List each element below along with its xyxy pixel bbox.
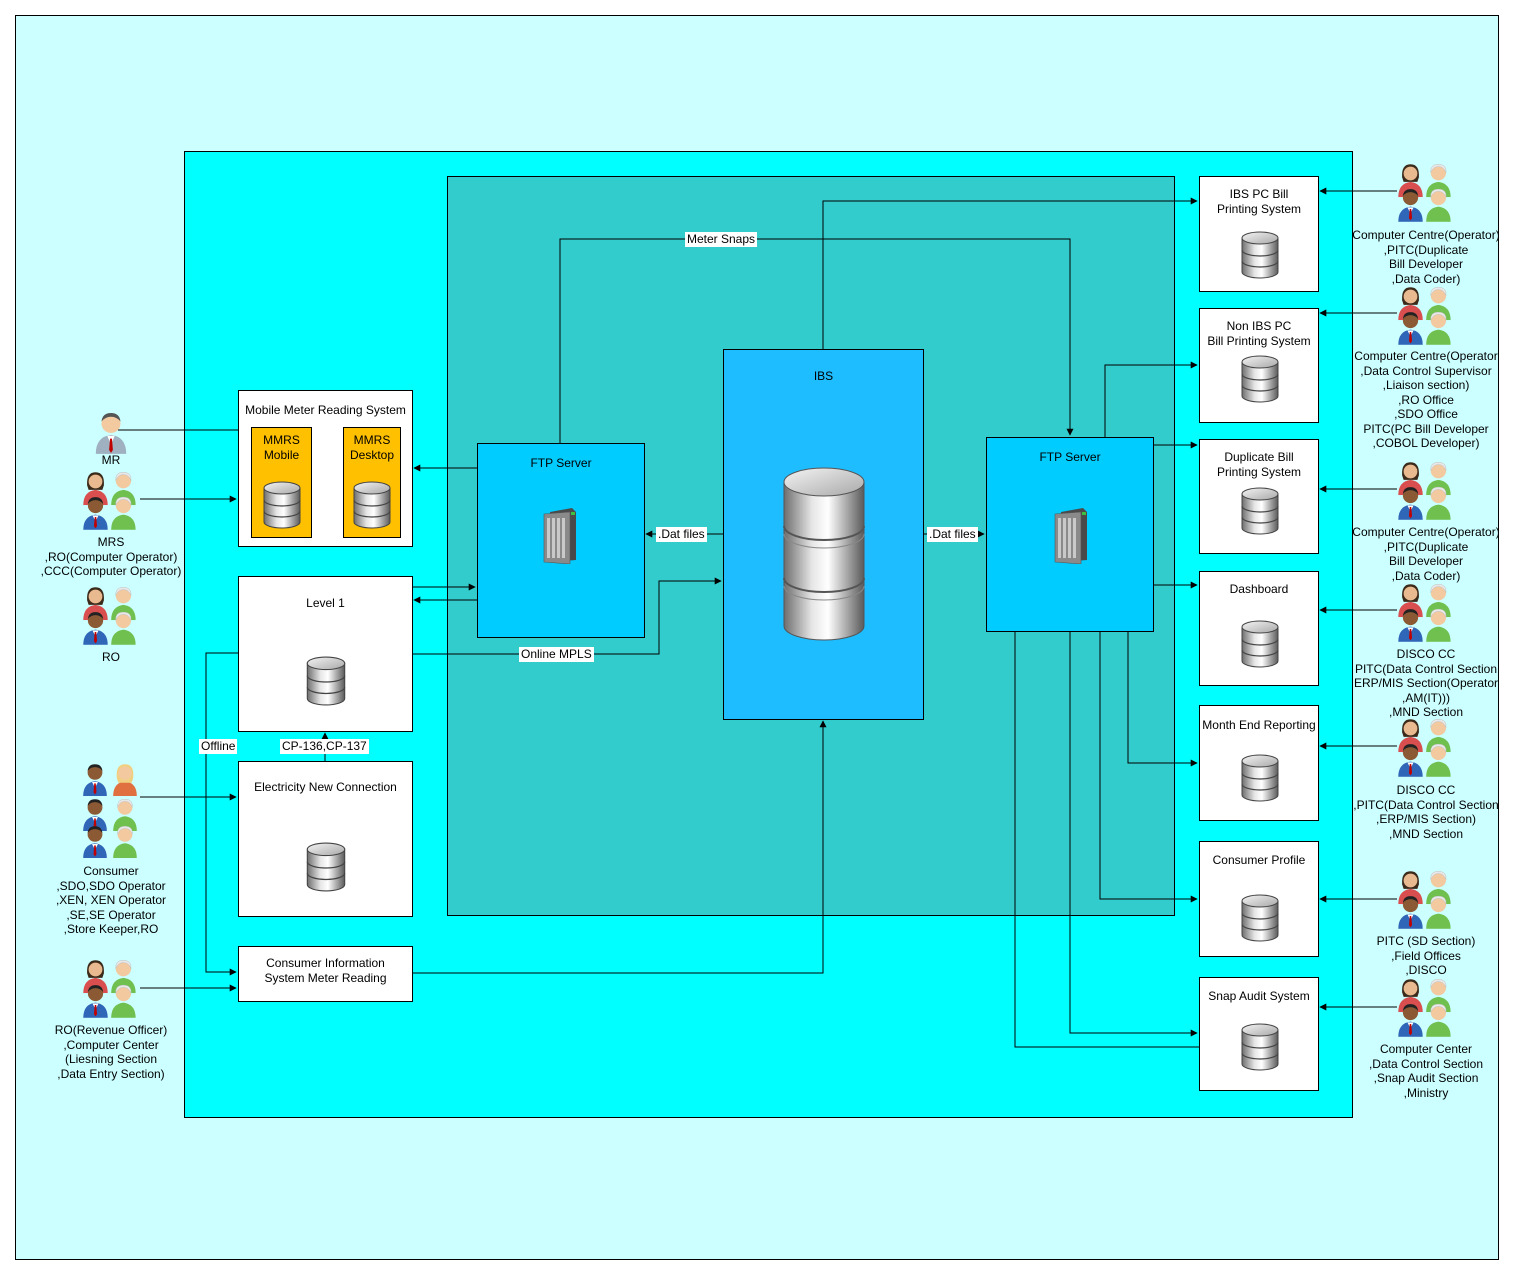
- database-icon: [263, 481, 301, 529]
- system-title: Dashboard: [1229, 582, 1289, 596]
- ftp-server-right[interactable]: FTP Server: [986, 437, 1154, 632]
- month-end-reporting[interactable]: Month End Reporting: [1199, 705, 1319, 821]
- enc-title: Electricity New Connection: [254, 780, 397, 794]
- edge-meter-snaps: [559, 238, 1074, 443]
- database-icon: [1241, 620, 1279, 668]
- database-icon: [1241, 355, 1279, 403]
- database-icon: [1241, 754, 1279, 802]
- cis-system[interactable]: Consumer Information System Meter Readin…: [238, 946, 413, 1002]
- ftp-left-title: FTP Server: [530, 456, 592, 470]
- mmrs-system[interactable]: Mobile Meter Reading System MMRS Mobile …: [238, 390, 413, 547]
- server-icon: [1054, 507, 1088, 564]
- system-title: Non IBS PC Bill Printing System: [1207, 319, 1311, 348]
- system-title: IBS PC Bill Printing System: [1216, 187, 1302, 216]
- actor-label-snap: Computer Center ,Data Control Section ,S…: [1368, 1042, 1484, 1100]
- database-icon: [1241, 1023, 1279, 1071]
- database-icon: [1241, 487, 1279, 535]
- cis-title: Consumer Information System Meter Readin…: [264, 956, 387, 985]
- consumer-profile[interactable]: Consumer Profile: [1199, 841, 1319, 957]
- edge-offline: [205, 652, 238, 976]
- enc-system[interactable]: Electricity New Connection: [238, 761, 413, 917]
- edge-label-meter-snaps: Meter Snaps: [685, 232, 758, 247]
- edge-ftp-to-monthend: [1127, 631, 1198, 767]
- system-title: Duplicate Bill Printing System: [1216, 450, 1302, 479]
- non-ibs-pc-bill-printing[interactable]: Non IBS PC Bill Printing System: [1199, 308, 1319, 423]
- actor-label-profile: PITC (SD Section) ,Field Offices ,DISCO: [1376, 934, 1476, 977]
- actor-label-dashboard: DISCO CC PITC(Data Control Section ERP/M…: [1353, 647, 1499, 719]
- actor-label-ibspc: Computer Centre(Operator) ,PITC(Duplicat…: [1352, 228, 1500, 286]
- ibs-server[interactable]: IBS: [723, 349, 924, 720]
- edge-ftp-to-profile: [1099, 631, 1198, 903]
- level1-title: Level 1: [306, 596, 345, 610]
- edge-label-online-mpls: Online MPLS: [519, 647, 594, 662]
- mmrs-mobile-label: MMRS Mobile: [263, 433, 300, 462]
- database-icon: [1241, 231, 1279, 279]
- actor-label-mr: MR: [101, 453, 121, 467]
- database-icon: [306, 656, 346, 706]
- ibs-pc-bill-printing[interactable]: IBS PC Bill Printing System: [1199, 176, 1319, 292]
- server-icon: [543, 507, 577, 564]
- actor-label-revenue-officer: RO(Revenue Officer) ,Computer Center (Li…: [54, 1023, 168, 1081]
- actor-label-ro: RO: [102, 650, 120, 664]
- actor-label-mrs: MRS ,RO(Computer Operator) ,CCC(Computer…: [40, 535, 182, 578]
- mmrs-title: Mobile Meter Reading System: [245, 403, 406, 417]
- ftp-right-title: FTP Server: [1039, 450, 1101, 464]
- actor-label-monthend: DISCO CC ,PITC(Data Control Section ,ERP…: [1353, 783, 1499, 841]
- ibs-title: IBS: [813, 369, 834, 383]
- actor-label-duplicate: Computer Centre(Operator) ,PITC(Duplicat…: [1352, 525, 1500, 583]
- database-icon: [353, 481, 391, 529]
- edge-cis-to-ibs: [412, 720, 827, 974]
- database-icon: [306, 842, 346, 892]
- edge-label-dat-left: .Dat files: [656, 527, 707, 542]
- ibs-database-icon: [783, 467, 865, 641]
- edge-label-cp: CP-136,CP-137: [280, 739, 369, 754]
- system-title: Consumer Profile: [1212, 853, 1306, 867]
- actor-label-consumer: Consumer ,SDO,SDO Operator ,XEN, XEN Ope…: [55, 864, 167, 936]
- edge-label-offline: Offline: [199, 739, 238, 754]
- system-title: Month End Reporting: [1202, 718, 1316, 732]
- edge-label-dat-right: .Dat files: [927, 527, 978, 542]
- duplicate-bill-printing[interactable]: Duplicate Bill Printing System: [1199, 439, 1319, 554]
- actor-label-nonibs: Computer Centre(Operator ,Data Control S…: [1354, 349, 1498, 450]
- ftp-server-left[interactable]: FTP Server: [477, 443, 645, 638]
- edge-ftp-to-snap-db: [1014, 631, 1240, 1051]
- database-icon: [1241, 894, 1279, 942]
- level1-system[interactable]: Level 1: [238, 576, 413, 732]
- edge-ftp-to-nonibs: [1104, 361, 1198, 437]
- mmrs-mobile[interactable]: MMRS Mobile: [251, 427, 312, 538]
- mmrs-desktop-label: MMRS Desktop: [349, 433, 395, 462]
- dashboard-system[interactable]: Dashboard: [1199, 571, 1319, 686]
- snap-audit-system[interactable]: Snap Audit System: [1199, 977, 1319, 1091]
- edge-ftp-to-snap: [1069, 631, 1198, 1037]
- mmrs-desktop[interactable]: MMRS Desktop: [343, 427, 401, 538]
- edge-ibs-to-ibspc: [822, 197, 1198, 349]
- system-title: Snap Audit System: [1208, 989, 1310, 1003]
